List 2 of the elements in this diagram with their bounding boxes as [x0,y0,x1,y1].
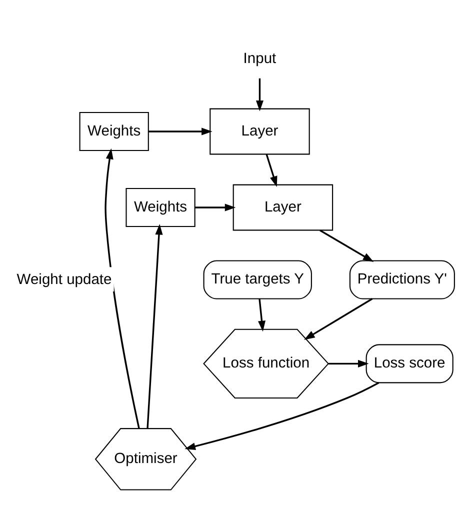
node-text: Input [243,50,276,67]
edge-label: Weight update [16,271,112,288]
